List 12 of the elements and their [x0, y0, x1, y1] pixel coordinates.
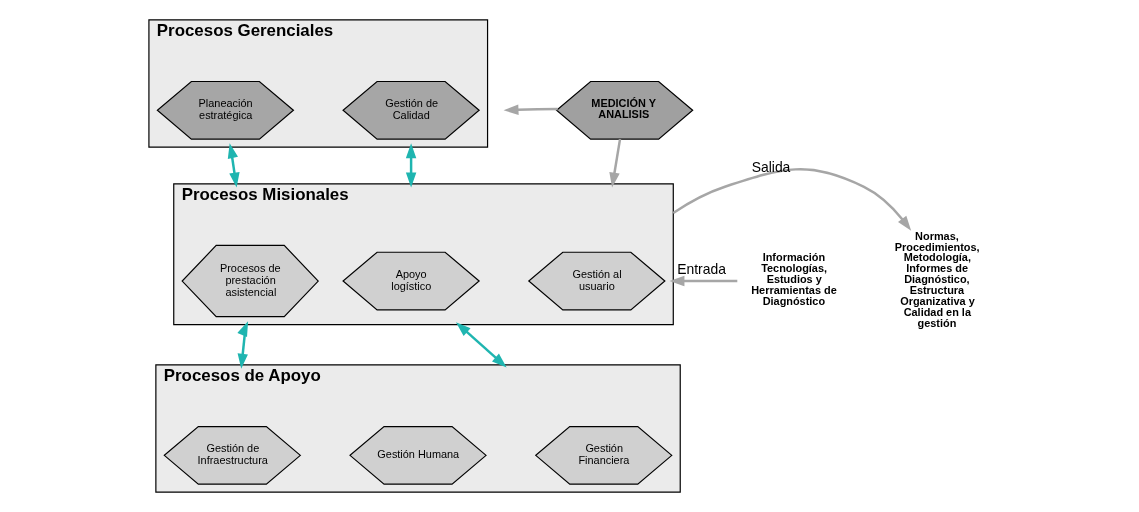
- arrow: [672, 168, 912, 231]
- arrow: [669, 275, 738, 287]
- arrow: [455, 322, 507, 368]
- arrow: [405, 143, 417, 188]
- node-text: Información Tecnologías, Estudios y Herramientas de Diagnóstico: [751, 251, 837, 308]
- node-text: Normas, Procedimientos, Metodología, Informes de Diagnóstico, Estructura Organizativa y Calidad en la gestión: [894, 229, 980, 330]
- arrow: [503, 104, 558, 115]
- arrow: [237, 321, 249, 369]
- arrow: [227, 143, 240, 188]
- arrow: [609, 138, 622, 188]
- edge-label: Entrada: [677, 261, 726, 278]
- edge-label: Salida: [751, 159, 791, 176]
